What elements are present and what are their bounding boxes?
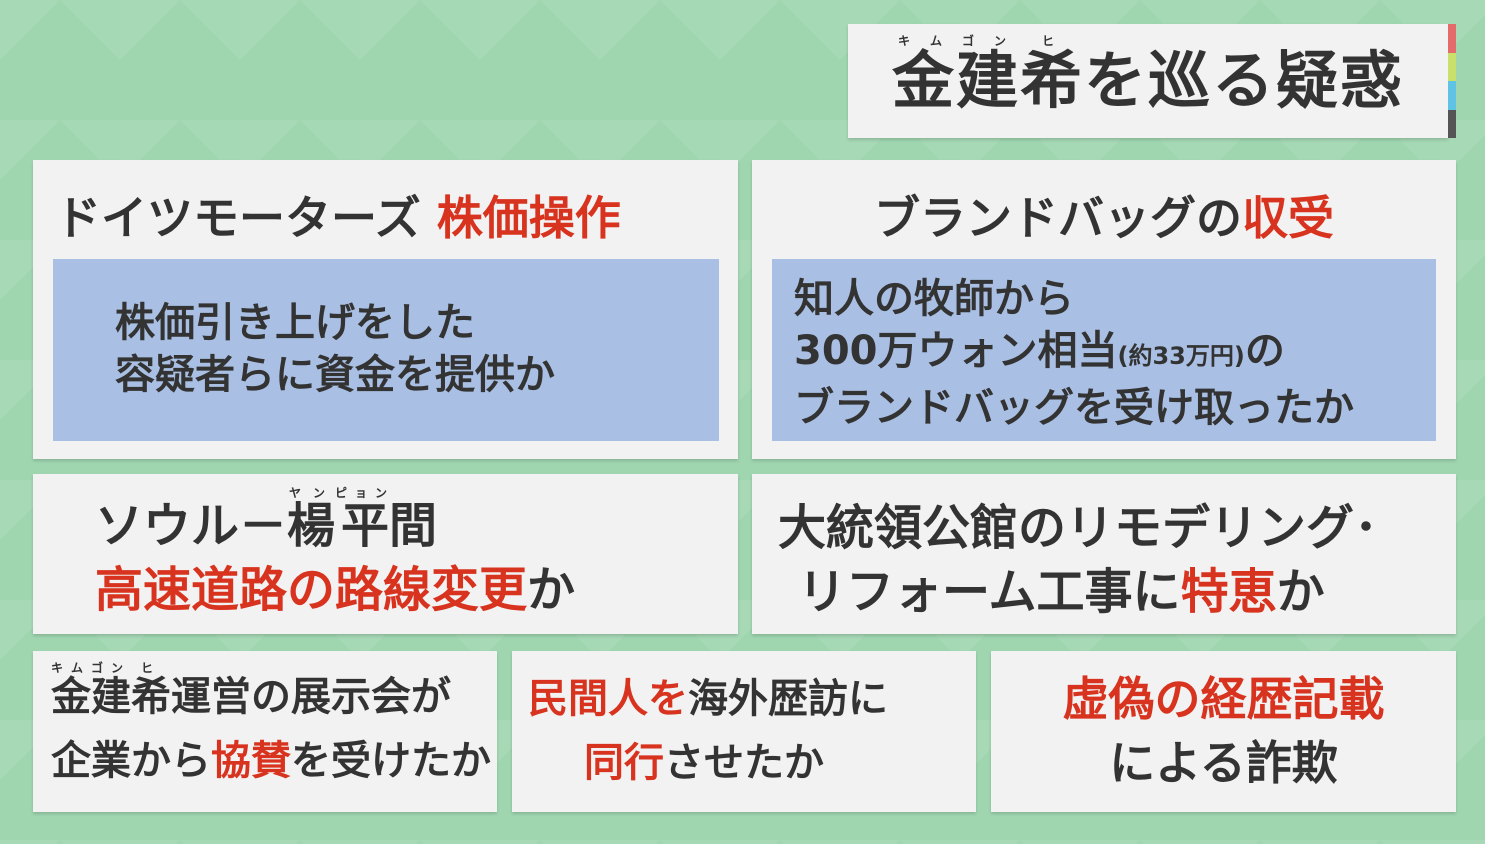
line: ソウル－楊ヤン平ピョン間 (95, 486, 438, 554)
detail-line: 300万ウォン相当(約33万円)の (794, 325, 1436, 382)
line: リフォーム工事に特恵か (778, 560, 1456, 624)
line: 民間人を海外歴訪に (528, 667, 976, 731)
text: を受けたか (291, 738, 491, 784)
highlight: 協賛 (211, 738, 291, 784)
line: 高速道路の路線変更か (95, 558, 738, 622)
text: 運営の展示会が (171, 674, 451, 720)
amount-yen: (約33万円) (1117, 342, 1245, 370)
page-title: を巡る疑惑 (1084, 44, 1405, 117)
card-heading: ブランドバッグの (874, 191, 1242, 245)
text: ソウル－ (95, 498, 288, 554)
card-heading-highlight: 株価操作 (436, 191, 621, 245)
line: 大統領公館のリモデリング･ (778, 500, 1379, 556)
amount: 300万ウォン相当 (794, 328, 1118, 374)
highlight: 特恵 (1180, 564, 1277, 620)
card-exhibition: 金キム建ゴン希ヒ運営の展示会が 企業から協賛を受けたか (33, 651, 497, 812)
card-stock-manipulation: ドイツモーターズ 株価操作 株価引き上げをした 容疑者らに資金を提供か (33, 160, 738, 459)
highlight: 同行 (584, 740, 664, 786)
text: による詐欺 (1109, 736, 1338, 790)
particle: の (1244, 328, 1285, 374)
title-color-bar (1448, 24, 1456, 138)
card-overseas-trip: 民間人を海外歴訪に 同行させたか (512, 651, 976, 812)
text: か (1276, 564, 1325, 620)
highlight: 高速道路の路線変更 (95, 562, 528, 618)
title-box: 金キム建ゴン希ヒを巡る疑惑 (848, 24, 1448, 138)
line: 金キム建ゴン希ヒ運営の展示会が (51, 661, 451, 720)
detail-line: 容疑者らに資金を提供か (115, 352, 555, 398)
detail-box: 株価引き上げをした 容疑者らに資金を提供か (53, 259, 719, 441)
detail-line: 株価引き上げをした (115, 300, 475, 346)
line: 企業から協賛を受けたか (51, 729, 497, 793)
card-residence: 大統領公館のリモデリング･ リフォーム工事に特恵か (752, 474, 1456, 634)
text: 間 (389, 498, 438, 554)
card-heading-highlight: 収受 (1242, 191, 1334, 245)
card-brand-bag: ブランドバッグの収受 知人の牧師から 300万ウォン相当(約33万円)の ブラン… (752, 160, 1456, 459)
text: リフォーム工事に (798, 564, 1181, 620)
highlight: 虚偽の経歴記載 (1062, 672, 1385, 726)
detail-line: ブランドバッグを受け取ったか (794, 385, 1354, 431)
text: させたか (664, 740, 824, 786)
text: 企業から (51, 738, 211, 784)
highlight: 民間人を (528, 676, 688, 722)
detail-line: 知人の牧師から (794, 276, 1074, 322)
line: 同行させたか (528, 731, 976, 795)
detail-box: 知人の牧師から 300万ウォン相当(約33万円)の ブランドバッグを受け取ったか (772, 259, 1436, 441)
text: 海外歴訪に (688, 676, 888, 722)
card-heading: ドイツモーターズ (55, 191, 437, 245)
title-name: 金キム建ゴン希ヒ (891, 34, 1085, 117)
card-false-career: 虚偽の経歴記載 による詐欺 (991, 651, 1456, 812)
text: か (527, 562, 576, 618)
card-highway: ソウル－楊ヤン平ピョン間 高速道路の路線変更か (33, 474, 738, 634)
